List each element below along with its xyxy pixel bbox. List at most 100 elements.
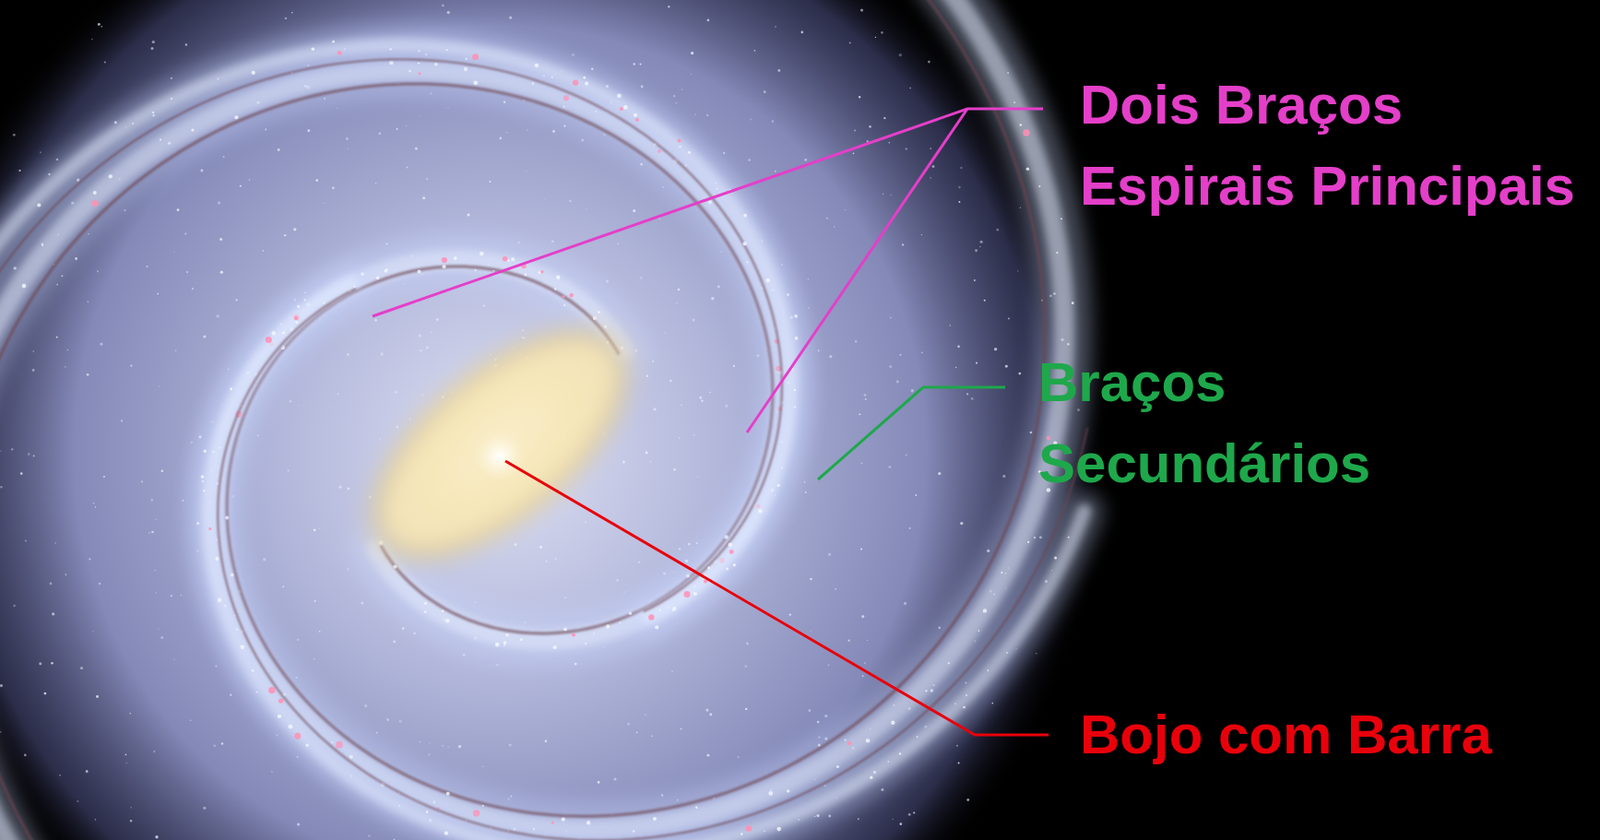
star [864, 662, 866, 664]
star [336, 107, 338, 109]
star [186, 271, 189, 273]
star [405, 125, 408, 128]
star [1018, 372, 1021, 376]
arm-star [277, 714, 282, 719]
star [909, 87, 911, 89]
hii-region [472, 53, 479, 60]
star [323, 202, 326, 205]
star [221, 742, 224, 745]
arm-star [444, 830, 449, 835]
star [746, 641, 749, 645]
star [901, 243, 904, 246]
arm-star [152, 114, 155, 117]
arm-star [1027, 541, 1030, 544]
star [640, 85, 644, 89]
star [866, 640, 868, 641]
star [705, 709, 709, 712]
hii-region [294, 733, 301, 740]
star [525, 170, 528, 173]
arm-star [693, 592, 698, 596]
star [427, 753, 430, 756]
star [616, 243, 619, 246]
arm-star [740, 832, 743, 835]
arm-star [687, 151, 691, 155]
star [156, 293, 159, 296]
star [428, 742, 430, 744]
callout-label: Dois Braços Espirais Principais [1079, 64, 1577, 227]
star [669, 379, 672, 382]
star [154, 519, 156, 521]
star [0, 731, 2, 734]
star [854, 340, 857, 343]
arm-star [520, 638, 523, 641]
arm-star [523, 273, 527, 277]
star [184, 233, 187, 236]
star [54, 542, 56, 544]
arm-star [534, 63, 539, 68]
star [865, 398, 867, 401]
hii-region [635, 118, 640, 122]
arm-star [408, 70, 412, 73]
star [220, 271, 224, 274]
star [120, 419, 123, 422]
star [911, 389, 914, 392]
arm-star [794, 389, 797, 392]
star [889, 194, 891, 196]
star [632, 209, 636, 213]
star [376, 732, 379, 735]
star [148, 532, 150, 534]
star [651, 360, 654, 363]
star [949, 324, 951, 326]
star [861, 615, 865, 618]
star [829, 355, 832, 358]
arm-star [794, 314, 798, 319]
star [509, 16, 512, 20]
arm-star [311, 47, 316, 52]
star [580, 139, 584, 143]
hii-region [571, 632, 576, 637]
star [966, 798, 970, 802]
star [883, 117, 886, 119]
star [613, 777, 617, 781]
arm-star [794, 336, 799, 341]
star [646, 374, 649, 377]
arm-star [654, 625, 659, 629]
star [161, 470, 165, 474]
star [216, 314, 220, 318]
star [807, 307, 809, 309]
star [23, 754, 27, 758]
star [774, 170, 777, 173]
star [882, 193, 884, 195]
star [853, 129, 856, 131]
leader-line [817, 387, 1006, 480]
star [129, 712, 131, 715]
hii-region [619, 106, 624, 111]
star [315, 178, 319, 182]
star [807, 709, 811, 712]
arm-star [584, 642, 587, 645]
arm-star [695, 805, 699, 809]
star [1019, 206, 1022, 209]
star [94, 818, 96, 820]
dust-lane [0, 59, 783, 612]
star [653, 407, 657, 411]
star [864, 393, 867, 397]
star [584, 521, 587, 523]
star [130, 806, 132, 808]
star [77, 800, 80, 803]
star [896, 380, 900, 384]
star [678, 547, 681, 550]
star [700, 400, 704, 403]
arm-star [605, 624, 610, 629]
star [331, 186, 335, 190]
star [86, 300, 89, 303]
star [65, 573, 68, 576]
star [67, 349, 69, 351]
star [374, 319, 378, 322]
star [158, 385, 160, 387]
star [974, 248, 978, 252]
star [692, 319, 696, 322]
star [496, 663, 499, 667]
hii-region [278, 698, 284, 703]
star [298, 404, 300, 406]
